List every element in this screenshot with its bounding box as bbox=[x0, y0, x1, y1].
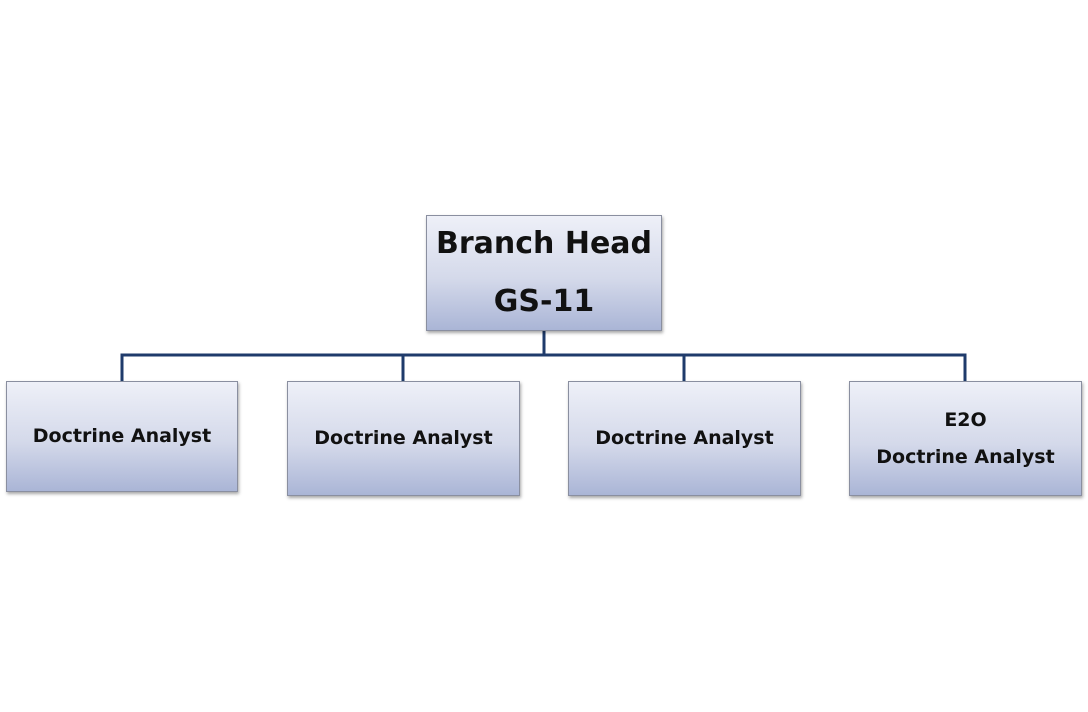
child-3-label: Doctrine Analyst bbox=[595, 427, 774, 449]
branch-head-title: Branch Head bbox=[435, 226, 653, 261]
child-4-label-line1: E2O bbox=[944, 408, 987, 431]
branch-head-box: Branch Head GS-11 bbox=[426, 215, 662, 331]
branch-head-grade: GS-11 bbox=[493, 284, 595, 319]
child-1-label: Doctrine Analyst bbox=[32, 425, 212, 447]
doctrine-analyst-box-3: Doctrine Analyst bbox=[568, 381, 801, 496]
child-2-label: Doctrine Analyst bbox=[314, 427, 493, 449]
doctrine-analyst-box-1: Doctrine Analyst bbox=[6, 381, 238, 492]
doctrine-analyst-box-2: Doctrine Analyst bbox=[287, 381, 520, 496]
e2o-doctrine-analyst-box: E2O Doctrine Analyst bbox=[849, 381, 1082, 496]
child-4-label-line2: Doctrine Analyst bbox=[876, 445, 1055, 468]
